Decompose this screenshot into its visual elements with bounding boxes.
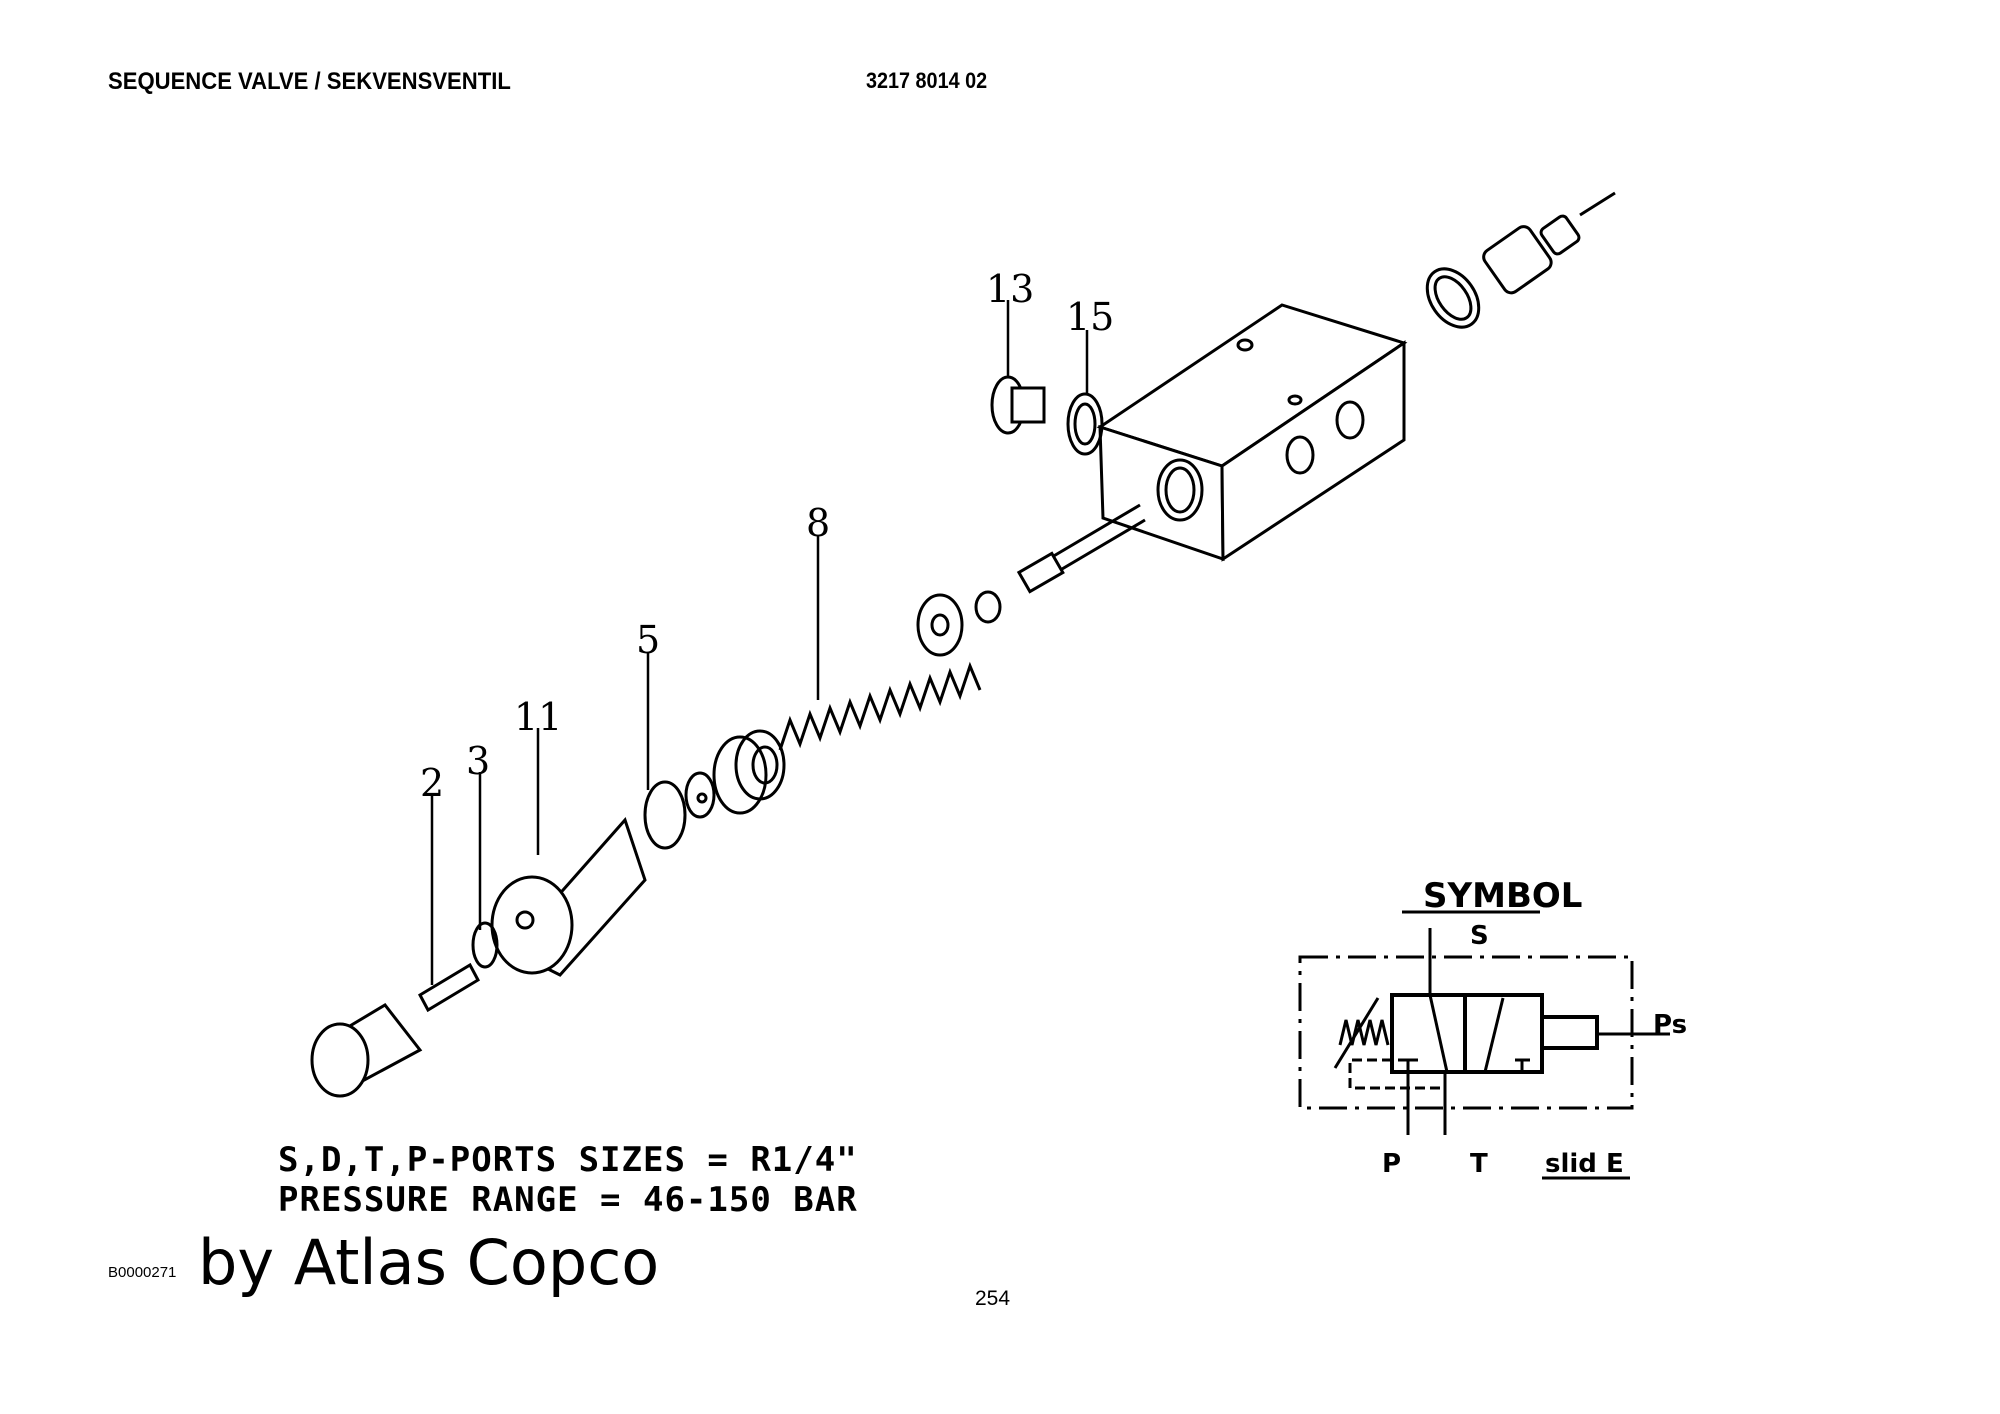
page-number: 254 (975, 1287, 1011, 1310)
hydraulic-symbol: SYMBOL S Ps P T slid E (1298, 876, 1687, 1180)
port-s-label: S (1470, 921, 1489, 951)
port-ps-label: Ps (1653, 1010, 1687, 1040)
variant-label: slid E (1545, 1149, 1624, 1179)
port-size-spec: S,D,T,P-PORTS SIZES = R1/4" (278, 1140, 858, 1180)
plug-13 (990, 375, 1104, 456)
symbol-heading: SYMBOL (1423, 876, 1582, 916)
callout-11: 11 (514, 695, 562, 739)
brand-text: by Atlas Copco (198, 1226, 660, 1299)
port-p-label: P (1382, 1149, 1401, 1179)
fitting (1425, 191, 1616, 329)
pressure-range-spec: PRESSURE RANGE = 46-150 BAR (278, 1180, 858, 1220)
leader-lines (430, 300, 1089, 985)
callout-13: 13 (986, 267, 1034, 311)
callout-2: 2 (420, 761, 444, 805)
callout-8: 8 (806, 501, 830, 545)
document-code: B0000271 (108, 1264, 177, 1281)
callout-5: 5 (636, 618, 660, 662)
housing-11 (471, 780, 687, 977)
port-t-label: T (1470, 1149, 1488, 1179)
screw-2 (310, 962, 480, 1098)
callout-15: 15 (1066, 295, 1114, 339)
valve-body (1096, 303, 1408, 562)
part-number: 3217 8014 02 (866, 68, 988, 93)
page-title: SEQUENCE VALVE / SEKVENSVENTIL (108, 68, 511, 95)
stem (916, 503, 1146, 657)
callout-3: 3 (466, 739, 490, 783)
spring-8 (684, 661, 982, 819)
